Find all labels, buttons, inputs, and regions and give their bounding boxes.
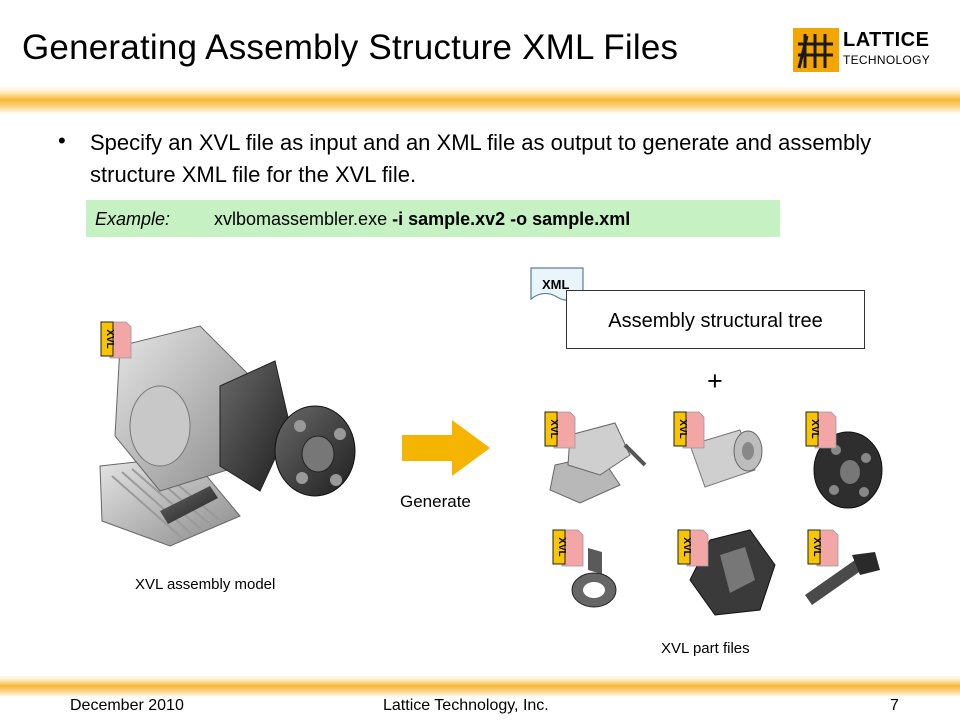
xvl-file-icon: XVL xyxy=(552,529,584,567)
xvl-icon-text: XVL xyxy=(681,537,692,556)
plus-sign: + xyxy=(707,366,723,396)
part-engine-image xyxy=(549,422,647,504)
part-files-label: XVL part files xyxy=(661,640,750,657)
example-command: xvlbomassembler.exe xyxy=(214,209,388,229)
example-input-flag: -i sample.xv2 xyxy=(392,209,506,229)
example-box: Example: xvlbomassembler.exe -i sample.x… xyxy=(86,200,780,237)
part-bracket-image xyxy=(571,548,617,608)
lattice-logo-mark xyxy=(793,28,839,72)
xvl-icon-text: XVL xyxy=(811,537,822,556)
lattice-logo: LATTICE TECHNOLOGY xyxy=(793,28,933,74)
slide-title: Generating Assembly Structure XML Files xyxy=(22,28,679,67)
xvl-assembly-model-image xyxy=(99,325,356,547)
bullet-glyph: • xyxy=(58,128,66,153)
xvl-file-icon: XVL xyxy=(100,321,132,359)
xvl-file-icon: XVL xyxy=(677,529,709,567)
logo-subtitle: TECHNOLOGY xyxy=(843,53,931,67)
xvl-file-icon: XVL xyxy=(805,411,837,449)
example-command-line: xvlbomassembler.exe -i sample.xv2 -o sam… xyxy=(214,209,630,230)
generate-label: Generate xyxy=(400,492,471,511)
part-impeller-image xyxy=(689,529,776,616)
footer-divider xyxy=(0,675,960,697)
part-cylinder-image xyxy=(689,429,763,488)
xvl-file-icon: XVL xyxy=(807,529,839,567)
xvl-file-icon: XVL xyxy=(544,411,576,449)
part-hub-image xyxy=(813,431,883,509)
example-label: Example: xyxy=(95,209,171,229)
xvl-icon-text: XVL xyxy=(677,419,688,438)
footer-company: Lattice Technology, Inc. xyxy=(383,697,549,714)
xvl-icon-text: XVL xyxy=(104,329,115,348)
xvl-icon-text: XVL xyxy=(809,419,820,438)
part-bolt-image xyxy=(805,552,880,605)
bullet-text: Specify an XVL file as input and an XML … xyxy=(90,130,872,187)
xvl-icon-text: XVL xyxy=(556,537,567,556)
assembly-model-label: XVL assembly model xyxy=(135,576,276,593)
footer-page-number: 7 xyxy=(890,697,899,714)
generate-arrow-icon xyxy=(402,420,490,476)
header-divider xyxy=(0,86,960,114)
logo-name: LATTICE xyxy=(843,29,930,51)
xvl-file-icon: XVL xyxy=(673,411,705,449)
example-output-flag: -o sample.xml xyxy=(510,209,631,229)
footer-date: December 2010 xyxy=(70,697,184,714)
xml-icon-label: XML xyxy=(542,277,570,292)
assembly-tree-box: Assembly structural tree xyxy=(566,290,865,349)
assembly-tree-label: Assembly structural tree xyxy=(608,310,823,332)
xvl-icon-text: XVL xyxy=(548,419,559,438)
